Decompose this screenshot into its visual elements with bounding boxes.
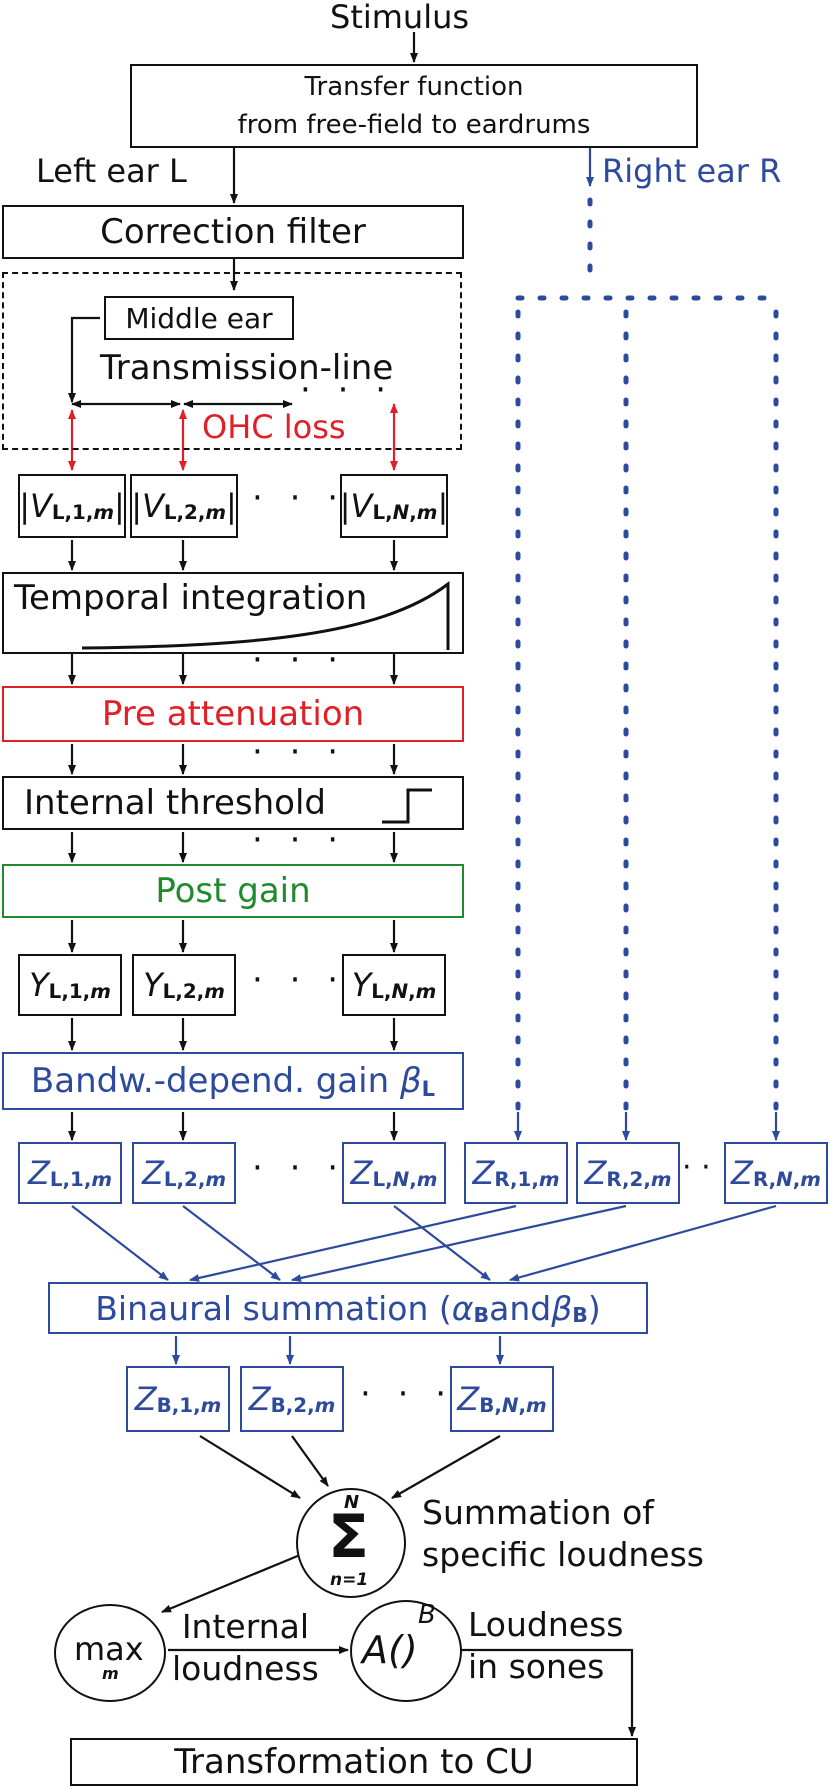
stimulus-label: Stimulus [330,0,470,36]
transfer-line2: from free-field to eardrums [237,110,591,140]
max-circle: max m [54,1604,166,1702]
summation-label: Summation of specific loudness [422,1493,704,1574]
middle-ear-box: Middle ear [104,296,294,340]
transfer-line1: Transfer function [304,72,524,102]
right-ear-label: Right ear R [602,152,782,190]
transmission-ellipsis: · · · [300,370,395,410]
y-ellipsis: · · · [252,960,347,1000]
pre-ellipsis: · · · [252,732,347,772]
pre-attenuation-box: Pre attenuation [2,686,464,742]
correction-filter-box: Correction filter [2,205,464,259]
ohc-loss-label: OHC loss [202,408,346,446]
z-right-ellipsis: · · [682,1150,711,1185]
z-binaural-ellipsis: · · · [360,1374,455,1414]
temporal-integration-box: Temporal integration [2,572,464,654]
ear-model-dashed-box [2,272,462,450]
summation-circle: N Σ n=1 [296,1488,406,1598]
transmission-line-label: Transmission-line [100,348,394,388]
internal-loudness-label: Internal loudness [172,1607,319,1688]
loudness-sones-label: Loudness in sones [468,1605,624,1686]
z-left-ellipsis: · · · [252,1148,347,1188]
threshold-ellipsis: · · · [252,820,347,860]
post-gain-box: Post gain [2,864,464,918]
v-ellipsis: · · · [252,478,347,518]
v-symbol: V [29,487,52,525]
integration-curve-icon [81,580,450,650]
power-circle: A() B [350,1600,462,1702]
transform-cu-box: Transformation to CU [70,1738,638,1786]
transfer-function-box: Transfer function from free-field to ear… [130,64,698,148]
threshold-step-icon [382,788,432,824]
temporal-ellipsis: · · · [252,640,347,680]
sigma-icon: Σ [328,1502,369,1572]
internal-threshold-box: Internal threshold [2,776,464,830]
left-ear-label: Left ear L [36,152,187,190]
